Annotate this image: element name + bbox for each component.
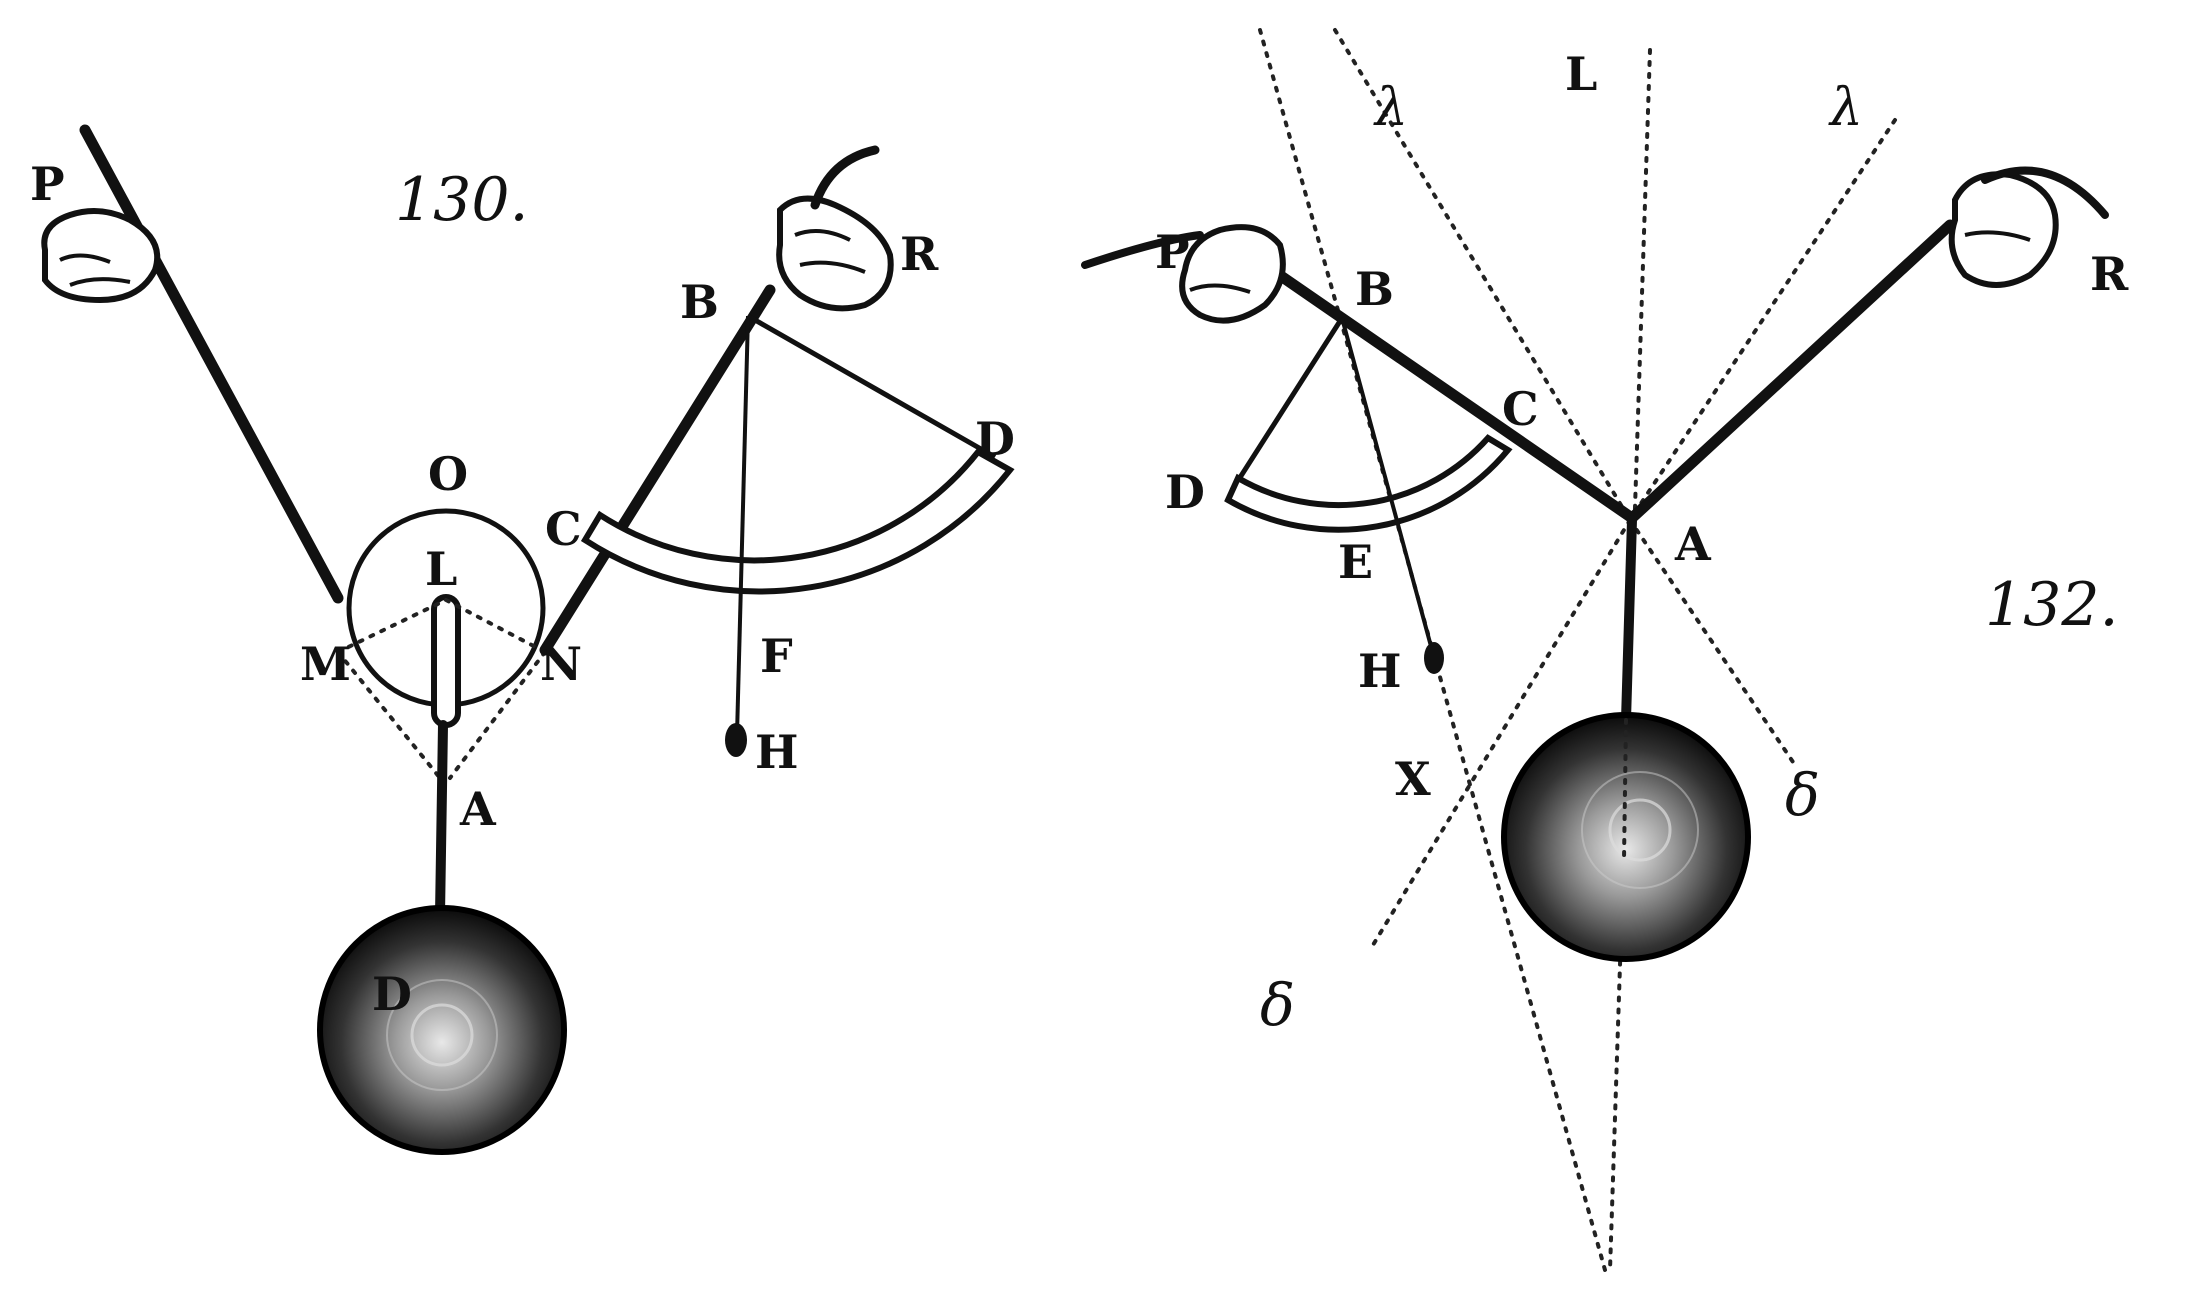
label-L: L <box>425 542 457 596</box>
label-E-132: E <box>1338 535 1373 589</box>
figure-130-number: 130. <box>395 165 529 235</box>
figure-132: 132. <box>1081 28 2129 1272</box>
label-P: P <box>30 157 65 211</box>
label-D-ball: D <box>372 967 412 1021</box>
label-R: R <box>900 227 939 281</box>
dotted-far-left <box>1258 28 1607 1272</box>
plumb-line <box>735 315 750 736</box>
quadrant-radius <box>746 313 997 460</box>
label-delta-left: δ <box>1260 971 1295 1039</box>
rod-left <box>79 124 344 604</box>
hand-icon-right <box>776 145 894 312</box>
plumb-line-132 <box>1340 317 1434 651</box>
dotted-m-a <box>336 650 442 780</box>
rod-a-r <box>1626 219 1956 524</box>
rod-p-a <box>1259 259 1638 524</box>
label-D-arc: D <box>975 412 1015 466</box>
dotted-m-l <box>336 598 448 654</box>
figure-132-number: 132. <box>1985 570 2119 640</box>
plumb-bob <box>725 723 747 757</box>
hand-icon-left <box>41 208 161 304</box>
label-C-132: C <box>1502 382 1539 436</box>
label-lambda-right: λ <box>1828 78 1863 138</box>
dotted-n-a <box>448 650 547 780</box>
label-P-132: P <box>1155 225 1190 279</box>
label-H: H <box>755 725 798 779</box>
label-H-132: H <box>1358 644 1401 698</box>
label-X-132: X <box>1395 752 1431 806</box>
label-C: C <box>545 502 582 556</box>
plumb-bob-132 <box>1424 642 1444 674</box>
link-bar <box>431 594 461 728</box>
label-delta-right: δ <box>1785 761 1820 829</box>
hand-icon-right-132 <box>1948 166 2109 288</box>
quadrant-arc-132 <box>1224 434 1513 533</box>
dotted-ball-axis <box>1622 718 1628 862</box>
dotted-a-delta-left <box>1368 518 1632 952</box>
label-A: A <box>459 782 497 836</box>
label-lambda-left: λ <box>1373 78 1408 138</box>
quadrant-arc <box>580 448 1015 595</box>
label-L-132: L <box>1565 47 1597 101</box>
ball <box>317 905 567 1155</box>
ball-132 <box>1501 712 1751 962</box>
label-R-132: R <box>2090 247 2129 301</box>
dotted-lambda-left <box>1333 28 1632 522</box>
hand-icon-left-132 <box>1081 224 1286 324</box>
dotted-lambda-right <box>1628 118 1897 522</box>
label-D-132: D <box>1165 465 1205 519</box>
label-M: M <box>300 637 351 691</box>
label-A-132: A <box>1674 517 1712 571</box>
rod-a <box>435 720 448 920</box>
label-B-132: B <box>1355 262 1394 316</box>
figure-130: 130. <box>30 124 1015 1155</box>
label-N: N <box>540 637 582 691</box>
rod-a-ball <box>1621 515 1637 725</box>
rod-right <box>539 284 776 656</box>
dotted-a-delta-right <box>1628 518 1797 767</box>
label-F: F <box>760 629 793 683</box>
label-B: B <box>680 275 719 329</box>
label-O: O <box>428 447 468 501</box>
quadrant-radius-132 <box>1229 316 1345 492</box>
